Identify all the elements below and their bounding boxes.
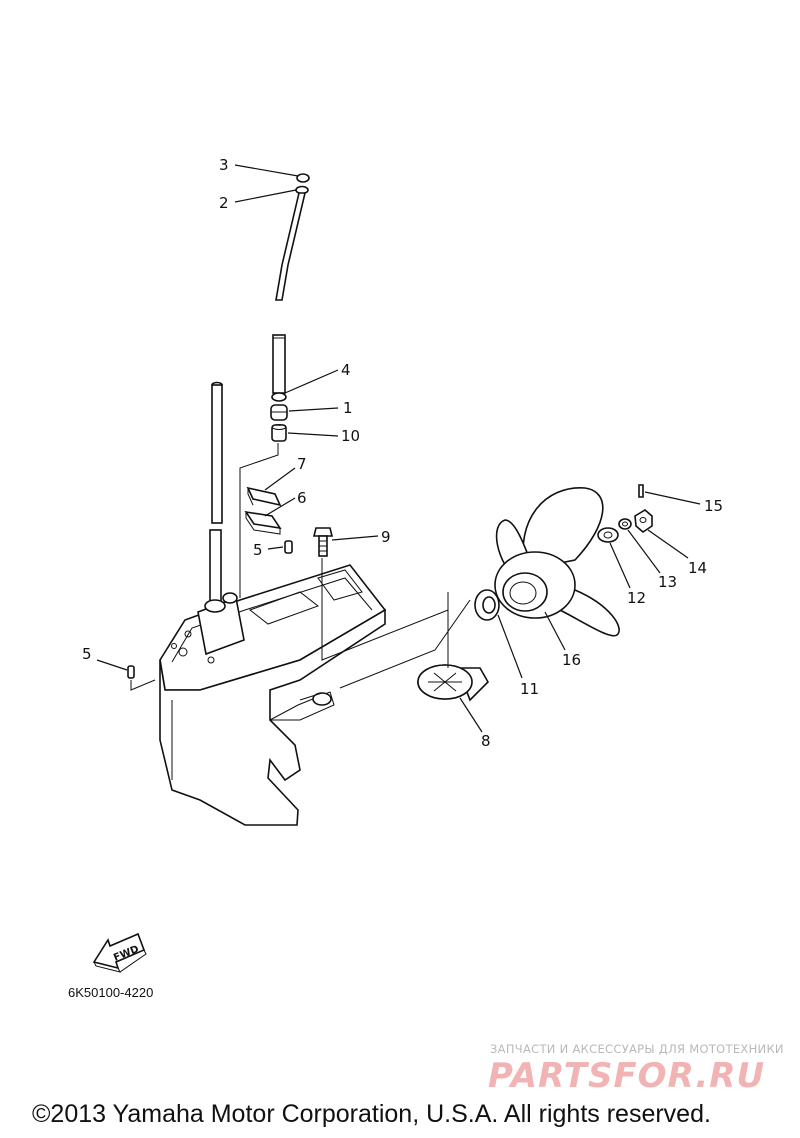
dowel-pin-upper — [284, 540, 293, 554]
callout-10: 10 — [341, 427, 360, 445]
callout-5-upper: 5 — [253, 541, 263, 559]
callout-11: 11 — [520, 680, 539, 698]
drawing-code: 6K50100-4220 — [68, 985, 154, 1000]
callout-7: 7 — [297, 455, 307, 473]
thrust-washer-11 — [474, 589, 500, 621]
callout-15: 15 — [704, 497, 723, 515]
callout-9: 9 — [381, 528, 391, 546]
lower-unit-casing — [159, 564, 387, 826]
watermark-tagline: ЗАПЧАСТИ И АКСЕССУАРЫ ДЛЯ МОТОТЕХНИКИ — [490, 1042, 784, 1056]
propeller-16 — [494, 487, 620, 637]
leader-lines — [96, 164, 701, 733]
bolt-9 — [312, 527, 334, 557]
callout-13: 13 — [658, 573, 677, 591]
callout-4: 4 — [341, 361, 351, 379]
assembly-guide-lines — [130, 443, 471, 691]
callout-6: 6 — [297, 489, 307, 507]
prop-hardware — [597, 484, 653, 543]
callout-1: 1 — [343, 399, 353, 417]
callout-8: 8 — [481, 732, 491, 750]
callouts: 3 2 4 1 10 7 6 9 5 5 15 14 13 12 16 11 8 — [82, 156, 723, 750]
shift-rod-assembly — [270, 173, 310, 442]
callout-2: 2 — [219, 194, 229, 212]
callout-3: 3 — [219, 156, 229, 174]
callout-14: 14 — [688, 559, 707, 577]
callout-5-lower: 5 — [82, 645, 92, 663]
fwd-arrow-icon: FWD — [92, 932, 147, 973]
callout-12: 12 — [627, 589, 646, 607]
copyright-notice: ©2013 Yamaha Motor Corporation, U.S.A. A… — [32, 1100, 711, 1128]
callout-16: 16 — [562, 651, 581, 669]
dowel-pin-lower — [127, 665, 135, 679]
water-intake-cover-8 — [417, 664, 489, 702]
drive-shaft — [209, 381, 223, 611]
watermark-logo: PARTSFOR.RU — [488, 1056, 766, 1096]
seal-parts-6-7 — [244, 486, 282, 535]
